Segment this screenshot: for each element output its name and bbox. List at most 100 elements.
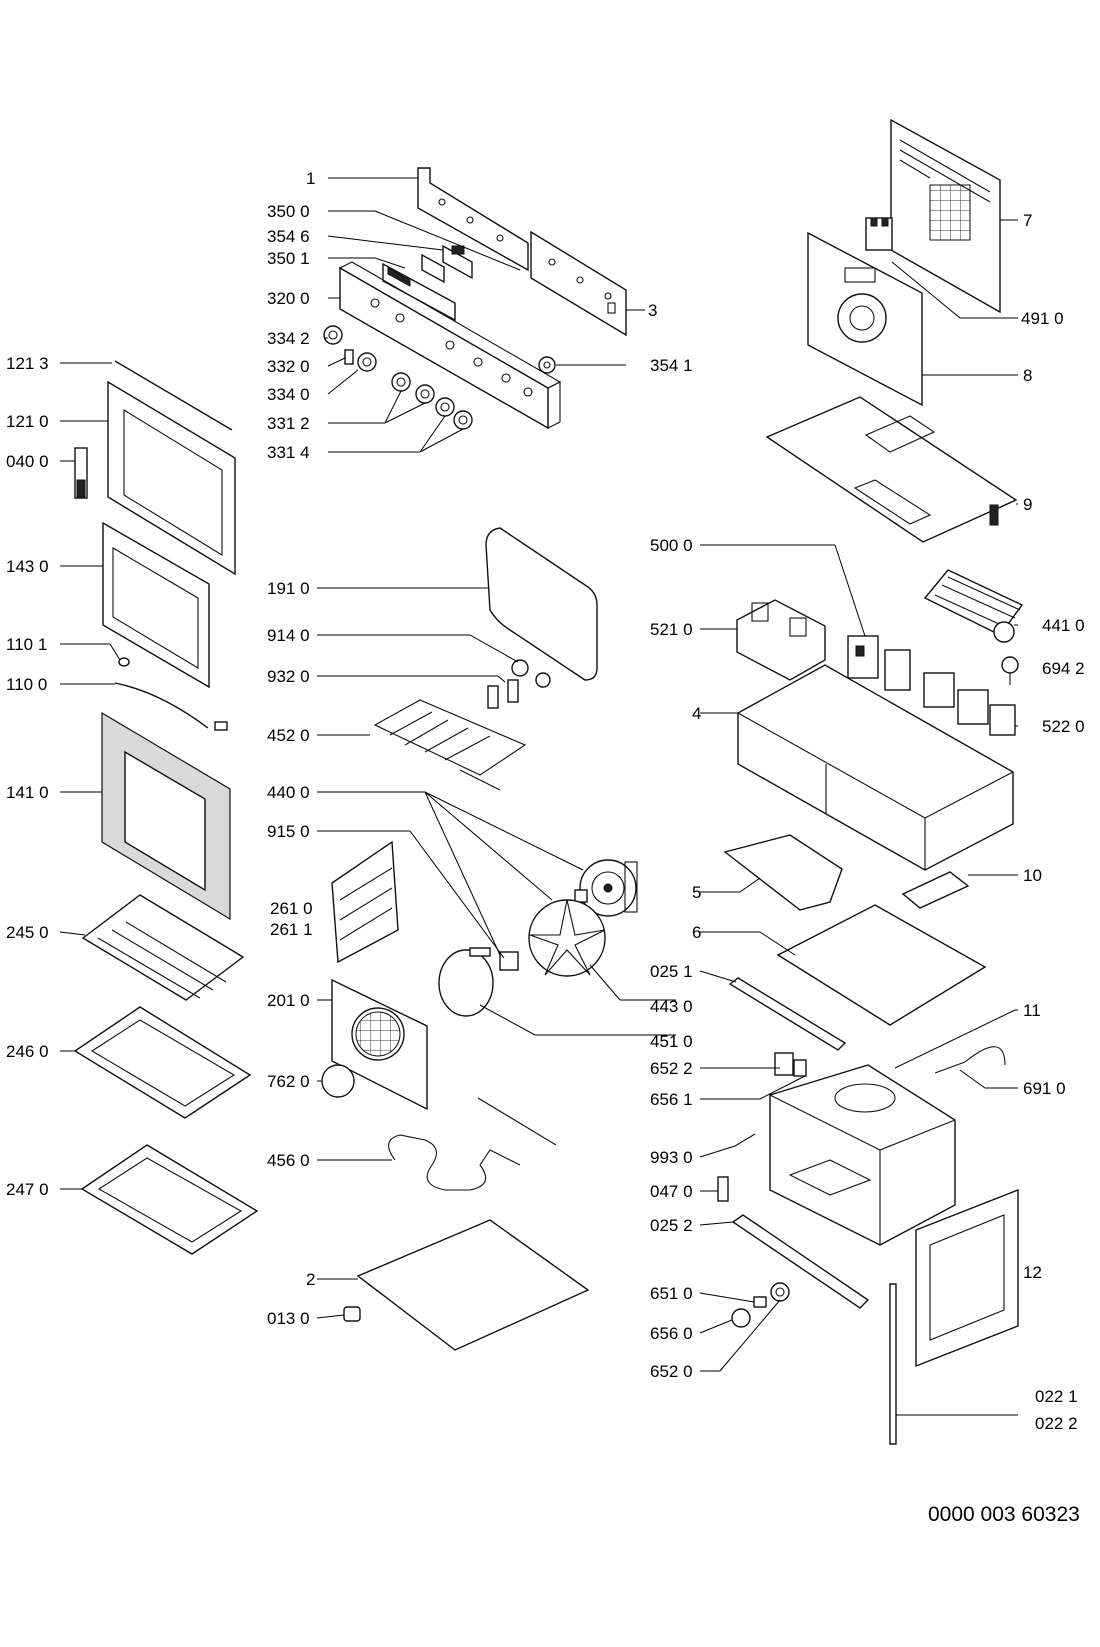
label-013-0: 013 0 [267,1309,310,1328]
part-control-panel-320 [338,261,562,430]
part-bracket-10 [901,871,970,909]
leader-lines [59,177,1018,1416]
label-443-0: 443 0 [650,997,693,1016]
part-grill-element-452 [373,699,527,791]
label-245-0: 245 0 [6,923,49,942]
label-691-0: 691 0 [1023,1079,1066,1098]
label-022-2: 022 2 [1035,1414,1078,1433]
label-652-2: 652 2 [650,1059,693,1078]
label-500-0: 500 0 [650,536,693,555]
part-side-runners-261 [331,840,399,964]
part-fan-blade-443 [528,899,606,977]
label-4: 4 [692,704,701,723]
part-rear-panel-8 [807,231,923,407]
label-11: 11 [1023,1001,1041,1020]
label-191-0: 191 0 [267,579,310,598]
label-5: 5 [692,883,701,902]
label-9: 9 [1023,495,1032,514]
part-relay-board-521 [736,599,826,681]
part-knob-parts-65x [731,1282,790,1328]
part-display-window [421,253,445,284]
label-320-0: 320 0 [267,289,310,308]
part-foot-013 [343,1306,361,1322]
part-thermostat-694 [1001,656,1019,685]
part-gasket-191 [485,527,598,681]
part-cooling-fan-441 [923,569,1024,643]
label-246-0: 246 0 [6,1042,49,1061]
part-rail-025-1 [728,977,847,1051]
part-rail-025-2 [731,1214,870,1309]
part-clip-047 [717,1176,729,1202]
label-334-0: 334 0 [267,385,310,404]
label-914-0: 914 0 [267,626,310,645]
part-relays-522 [923,672,1016,736]
label-1: 1 [306,169,315,188]
label-656-1: 656 1 [650,1090,693,1109]
part-cover-762 [321,1064,355,1098]
part-glass-panel-141 [101,711,231,921]
part-cover-bit-915 [499,951,519,971]
part-sensor-rod-11 [894,1009,1016,1069]
label-452-0: 452 0 [267,726,310,745]
label-247-0: 247 0 [6,1180,49,1199]
label-6: 6 [692,923,701,942]
part-chassis-4 [737,664,1014,871]
label-441-0: 441 0 [1042,616,1085,635]
part-top-plate-6 [776,904,987,1026]
part-transformer-491 [865,217,893,251]
part-tray-247 [80,1144,259,1255]
label-3: 3 [648,301,657,320]
label-047-0: 047 0 [650,1182,693,1201]
label-656-0: 656 0 [650,1324,693,1343]
label-993-0: 993 0 [650,1148,693,1167]
label-025-2: 025 2 [650,1216,693,1235]
part-bottom-element-456 [388,1097,557,1191]
label-025-1: 025 1 [650,962,693,981]
label-8: 8 [1023,366,1032,385]
label-354-6: 354 6 [267,227,310,246]
part-tray-246 [73,1006,252,1119]
label-491-0: 491 0 [1021,309,1064,328]
label-261-0: 261 0 [270,899,313,918]
drawing-code: 0000 003 60323 [928,1503,1080,1526]
label-7: 7 [1023,211,1032,230]
label-261-1: 261 1 [270,920,313,939]
part-door-strip-121-3 [114,360,233,431]
label-121-3: 121 3 [6,354,49,373]
part-side-plate-3 [530,230,627,337]
label-651-0: 651 0 [650,1284,693,1303]
part-duct-5 [723,834,843,911]
label-141-0: 141 0 [6,783,49,802]
part-fan-motor-440 [574,859,638,917]
label-451-0: 451 0 [650,1032,693,1051]
label-121-0: 121 0 [6,412,49,431]
part-rear-plate-201 [331,978,428,1111]
part-thermocouple-691 [934,1046,1006,1074]
part-bottom-plate-2 [356,1219,590,1351]
label-521-0: 521 0 [650,620,693,639]
part-inner-door-143 [102,521,210,689]
label-652-0: 652 0 [650,1362,693,1381]
part-hinge-040 [74,447,88,499]
label-456-0: 456 0 [267,1151,310,1170]
label-110-0: 110 0 [6,675,47,694]
label-143-0: 143 0 [6,557,49,576]
part-hinge-bits-110 [114,657,228,731]
label-932-0: 932 0 [267,667,310,686]
label-350-0: 350 0 [267,202,310,221]
part-rear-cover-7 [890,118,1001,314]
label-694-2: 694 2 [1042,659,1085,678]
part-display-board [382,262,456,322]
label-110-1: 110 1 [6,635,47,654]
label-522-0: 522 0 [1042,717,1085,736]
label-762-0: 762 0 [267,1072,310,1091]
label-201-0: 201 0 [267,991,310,1010]
part-lamps-914-932 [487,659,551,709]
part-oven-cavity [769,1064,956,1246]
label-022-1: 022 1 [1035,1387,1078,1406]
label-915-0: 915 0 [267,822,310,841]
part-circular-element-451 [438,947,494,1017]
label-12: 12 [1023,1263,1042,1282]
part-bracket-1 [417,167,529,272]
